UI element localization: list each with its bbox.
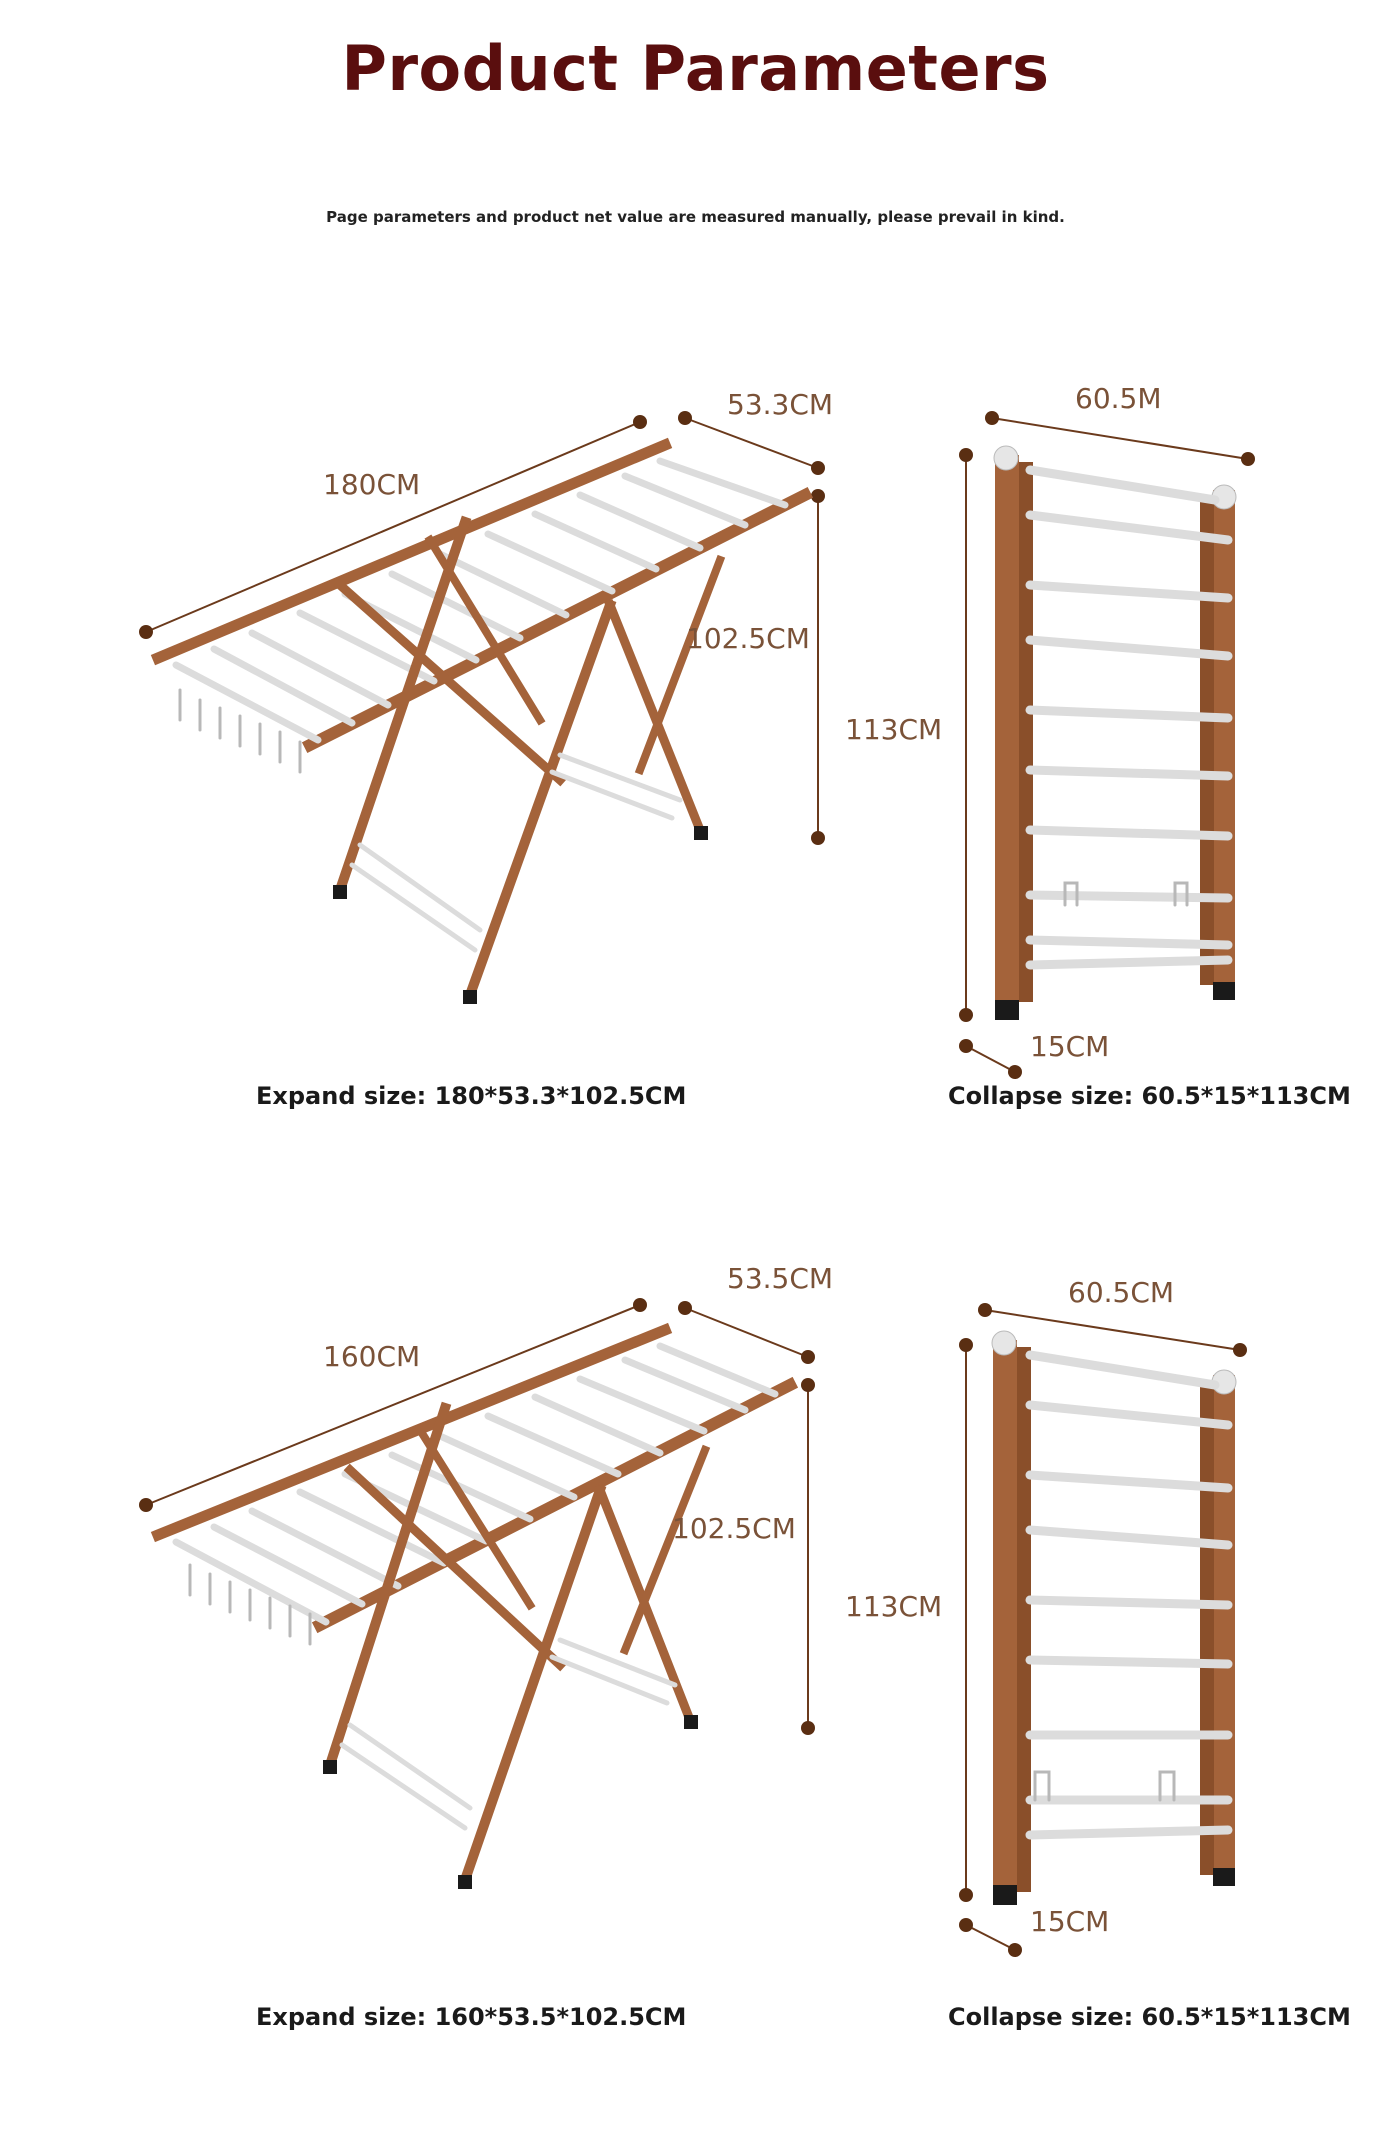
collapsed-depth-label: 15CM [1030,1030,1110,1063]
depth-dimension-line [965,1045,1016,1073]
collapsed-rack-illustration-1 [959,411,1255,1079]
expanded-rack-illustration-1 [139,411,825,1004]
collapsed-depth-label: 15CM [1030,1905,1110,1938]
collapsed-width-label: 60.5M [1075,382,1162,415]
expanded-height-label: 102.5CM [686,622,810,655]
length-dimension-line [145,421,641,633]
collapsed-size-caption: Collapse size: 60.5*15*113CM [948,2003,1351,2031]
page-title: Product Parameters [341,32,1050,105]
page-subtitle: Page parameters and product net value ar… [326,208,1065,226]
width-dimension-line [684,417,819,469]
expanded-length-label: 160CM [323,1340,421,1373]
width-dimension-line [684,1307,809,1358]
collapsed-width-label: 60.5CM [1068,1276,1175,1309]
expanded-size-caption: Expand size: 180*53.3*102.5CM [256,1082,687,1110]
collapsed-height-label: 113CM [845,713,943,746]
collapsed-rack-illustration-2 [959,1303,1247,1957]
expanded-height-label: 102.5CM [672,1512,796,1545]
collapsed-size-caption: Collapse size: 60.5*15*113CM [948,1082,1351,1110]
width-dimension-line [991,417,1249,460]
depth-dimension-line [965,1924,1016,1951]
collapsed-height-label: 113CM [845,1590,943,1623]
width-dimension-line [984,1309,1241,1351]
expanded-width-label: 53.5CM [727,1262,834,1295]
expanded-size-caption: Expand size: 160*53.5*102.5CM [256,2003,687,2031]
expanded-rack-illustration-2 [139,1298,815,1889]
expanded-width-label: 53.3CM [727,388,834,421]
expanded-length-label: 180CM [323,468,421,501]
length-dimension-line [145,1304,641,1506]
